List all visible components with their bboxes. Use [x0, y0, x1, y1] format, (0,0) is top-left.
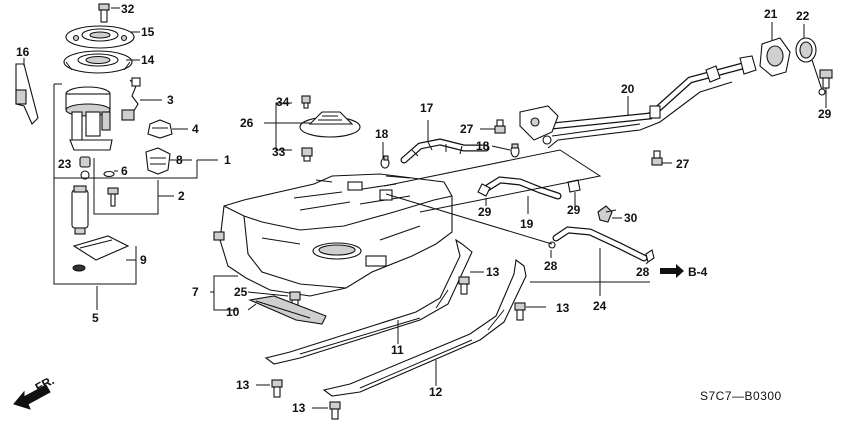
callout-13-d: 13 — [292, 401, 306, 415]
cover-26-part — [299, 111, 361, 138]
filter-9-part — [72, 235, 130, 272]
callout-10: 10 — [226, 305, 240, 319]
clamp-8-part — [145, 147, 171, 175]
clip-4-part — [147, 119, 173, 139]
strap-12-part — [322, 259, 527, 397]
callout-26: 26 — [240, 116, 254, 130]
callout-31: 30 — [624, 211, 638, 225]
callout-21: 21 — [764, 7, 778, 21]
strap-11-part — [264, 238, 473, 365]
ref-b4: B-4 — [688, 265, 708, 279]
nut-34-part — [301, 95, 311, 109]
callout-12: 12 — [429, 385, 443, 399]
clamp-18-lower-part — [510, 143, 520, 158]
bolt-27-upper-part — [494, 119, 506, 134]
callout-34: 34 — [276, 95, 290, 109]
nut-32-part — [301, 147, 313, 162]
callout-33: 32 — [121, 2, 135, 16]
callout-13-b: 13 — [556, 301, 570, 315]
callout-6: 6 — [121, 164, 128, 178]
filler-housing-21-part — [759, 37, 791, 77]
clip-29-left-part — [477, 183, 491, 197]
reference-arrow-icon — [660, 264, 684, 278]
harness-3-part — [121, 77, 141, 121]
callout-17: 17 — [420, 101, 434, 115]
screw-2-part — [107, 187, 119, 207]
callout-14: 14 — [141, 53, 155, 67]
filler-hose-17-part — [400, 138, 490, 164]
filler-pipe-20-part — [519, 55, 757, 149]
clip-31-part — [597, 205, 617, 223]
callout-27-upper: 27 — [460, 122, 474, 136]
callout-24: 24 — [593, 299, 607, 313]
bolt-13-lower-left-part — [271, 379, 283, 398]
gasket-14-part — [63, 50, 133, 74]
protector-10-part — [248, 295, 327, 325]
fuel-pump-module-part — [65, 86, 113, 151]
callout-16: 16 — [16, 45, 30, 59]
callout-2: 2 — [178, 189, 185, 203]
bolt-13-strap11-part — [458, 276, 470, 295]
bolt-13-lower-right-part — [329, 401, 341, 420]
callout-3: 3 — [167, 93, 174, 107]
callout-13-a: 13 — [486, 265, 500, 279]
callout-8: 8 — [176, 153, 183, 167]
clamp-18-upper-part — [380, 155, 390, 169]
callout-11: 11 — [391, 343, 404, 357]
pump-motor-part — [71, 185, 89, 235]
cushion-23-part — [79, 156, 91, 180]
bolt-13-strap12-part — [514, 302, 526, 321]
callout-18-lower: 18 — [476, 139, 490, 153]
bolt-33-part — [98, 3, 110, 23]
bolt-30-part — [819, 69, 833, 89]
callout-15: 15 — [141, 25, 155, 39]
retainer-15-part — [65, 25, 135, 49]
bolt-27-lower-part — [651, 150, 663, 166]
callout-32: 33 — [272, 145, 286, 159]
callout-5: 5 — [92, 311, 99, 325]
diagram-code: S7C7—B0300 — [700, 389, 782, 403]
callout-22: 22 — [796, 9, 810, 23]
bracket-16-part — [15, 63, 39, 125]
callout-28-right: 28 — [636, 265, 650, 279]
callout-1: 1 — [224, 153, 231, 167]
callout-25: 25 — [234, 285, 248, 299]
callout-18-upper: 18 — [375, 127, 389, 141]
fuel-pump-assembly-group — [15, 3, 198, 285]
fuel-tank-part — [213, 173, 453, 297]
callout-4: 4 — [192, 122, 199, 136]
callout-29-right: 29 — [567, 203, 581, 217]
callout-9: 9 — [140, 253, 147, 267]
clip-28-right-part — [645, 249, 655, 263]
callout-labels: 32 15 14 16 3 4 8 1 23 6 2 9 5 34 26 33 … — [16, 2, 832, 415]
front-direction-arrow-icon — [13, 384, 51, 410]
callout-20: 20 — [621, 82, 635, 96]
callout-29-left: 29 — [478, 205, 492, 219]
o-ring-6-part — [103, 170, 115, 178]
hose-24-part — [552, 226, 648, 262]
callout-27-lower: 27 — [676, 157, 690, 171]
callout-19: 19 — [520, 217, 534, 231]
callout-30: 29 — [818, 107, 832, 121]
callout-23: 23 — [58, 157, 72, 171]
callout-7: 7 — [192, 285, 199, 299]
hose-routing-box — [383, 149, 602, 213]
vent-hose-19-part — [480, 176, 562, 200]
callout-28-left: 28 — [544, 259, 558, 273]
callout-13-c: 13 — [236, 378, 250, 392]
fuel-cap-22-part — [795, 37, 826, 96]
leader-lines — [23, 7, 827, 409]
